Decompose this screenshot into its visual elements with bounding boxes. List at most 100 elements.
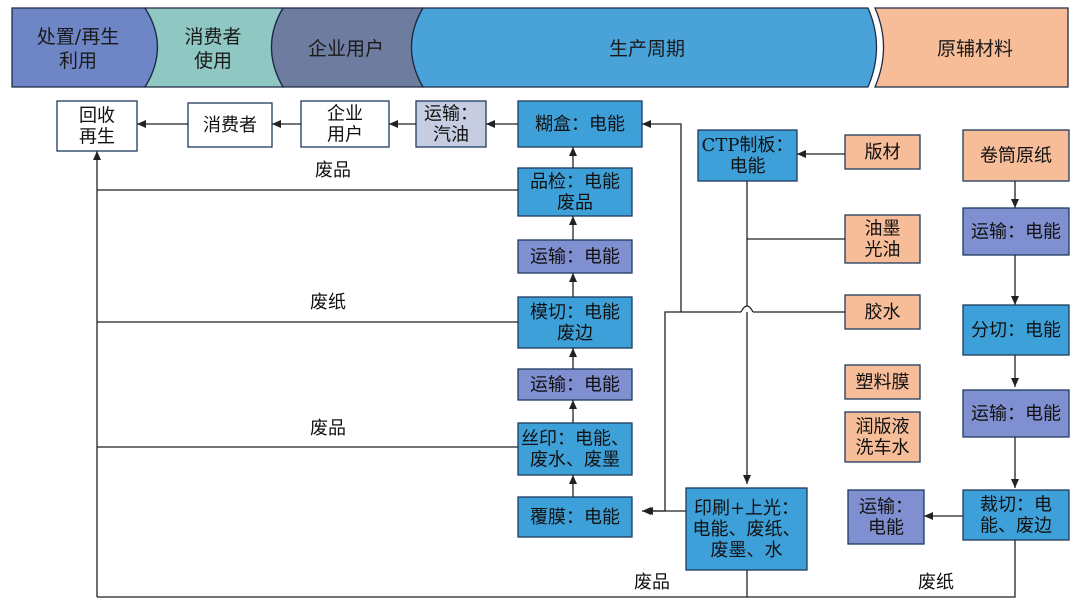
box-transport-r2-frame: [962, 389, 1070, 438]
box-glue-box: 糊盒：电能: [517, 100, 643, 148]
box-die-cut-label-line-1: 模切：电能: [530, 302, 620, 323]
box-transport-r2-label-line-1: 运输：电能: [971, 404, 1061, 425]
box-recycle-label-line-2: 再生: [79, 127, 115, 148]
box-plastic-film-frame: [844, 364, 921, 400]
header-business: 企业用户: [308, 38, 384, 60]
box-silk-print-label-line-2: 废水、废墨: [530, 450, 620, 471]
box-silk-print-frame: [517, 422, 633, 476]
box-ink-varnish-label-line-1: 油墨: [865, 219, 901, 240]
header-segment-materials: [874, 7, 1069, 88]
box-transport-gasoline-frame: [415, 100, 487, 148]
box-consumer: 消费者: [187, 102, 273, 148]
box-transport-r1-frame: [962, 207, 1070, 256]
box-cutting-label-line-2: 能、废边: [980, 516, 1052, 537]
box-business-user-label-line-1: 企业: [327, 104, 363, 125]
box-glue: 胶水: [844, 294, 921, 330]
header-recycle-line1: 处置/再生: [37, 26, 119, 48]
box-laminate-label-line-1: 覆膜：电能: [530, 507, 620, 528]
header-consumer-line1: 消费者: [184, 26, 241, 48]
box-printing-varnish-label-line-2: 电能、废纸、: [693, 519, 801, 540]
box-laminate: 覆膜：电能: [517, 496, 633, 538]
box-ctp-platemaking-frame: [697, 129, 798, 182]
line-labels: 废品 废纸 废品 废品 废纸: [310, 160, 954, 593]
label-waste-product-3: 废品: [634, 572, 670, 593]
box-transport-3-frame: [847, 489, 925, 545]
box-recycle-label-line-1: 回收: [79, 106, 115, 127]
header-segment-production: [410, 7, 878, 88]
box-consumer-frame: [187, 102, 273, 148]
box-transport-1: 运输：电能: [517, 239, 633, 274]
box-transport-1-label-line-1: 运输：电能: [530, 247, 620, 268]
box-roll-paper: 卷筒原纸: [962, 129, 1070, 182]
box-transport-gasoline-label-line-2: 汽油: [433, 125, 469, 146]
box-slitting-frame: [962, 304, 1070, 356]
label-waste-paper-1: 废纸: [310, 292, 346, 313]
box-quality-inspection-label-line-2: 废品: [557, 193, 593, 214]
box-fountain-solution-label-line-1: 润版液: [856, 417, 910, 438]
box-ink-varnish-frame: [844, 214, 921, 264]
label-waste-product-1: 废品: [315, 160, 351, 181]
label-waste-paper-2: 废纸: [918, 572, 954, 593]
box-plate-material-label-line-1: 版材: [865, 142, 901, 163]
box-glue-label-line-1: 胶水: [865, 302, 901, 323]
box-quality-inspection-frame: [517, 167, 633, 217]
box-plastic-film: 塑料膜: [844, 364, 921, 400]
box-silk-print-label-line-1: 丝印：电能、: [521, 429, 629, 450]
box-cutting-frame: [962, 489, 1070, 541]
box-transport-r2: 运输：电能: [962, 389, 1070, 438]
label-waste-product-2: 废品: [310, 418, 346, 439]
box-transport-gasoline-label-line-1: 运输：: [424, 104, 478, 125]
box-plastic-film-label-line-1: 塑料膜: [856, 372, 910, 393]
box-quality-inspection-label-line-1: 品检：电能: [530, 172, 620, 193]
box-printing-varnish-frame: [685, 487, 808, 571]
header-consumer-line2: 使用: [194, 50, 232, 72]
box-cutting-label-line-1: 裁切：电: [980, 495, 1052, 516]
process-boxes: 回收再生消费者企业用户运输：汽油糊盒：电能品检：电能废品运输：电能模切：电能废边…: [56, 100, 1070, 571]
box-plate-material: 版材: [844, 134, 921, 170]
box-business-user: 企业用户: [300, 100, 390, 148]
box-consumer-label-line-1: 消费者: [203, 115, 257, 136]
box-laminate-frame: [517, 496, 633, 538]
box-plate-material-frame: [844, 134, 921, 170]
box-slitting-label-line-1: 分切：电能: [971, 320, 1061, 341]
box-transport-1-frame: [517, 239, 633, 274]
header-ribbon: 处置/再生 利用 消费者 使用 企业用户 生产周期 原辅材料: [11, 7, 1069, 88]
box-ctp-platemaking-label-line-2: 电能: [730, 156, 766, 177]
box-slitting: 分切：电能: [962, 304, 1070, 356]
box-ctp-platemaking-label-line-1: CTP制板：: [702, 135, 794, 156]
box-ink-varnish-label-line-2: 光油: [865, 240, 901, 261]
box-transport-3: 运输：电能: [847, 489, 925, 545]
box-roll-paper-label-line-1: 卷筒原纸: [980, 146, 1052, 167]
box-transport-r1: 运输：电能: [962, 207, 1070, 256]
box-ctp-platemaking: CTP制板：电能: [697, 129, 798, 182]
box-silk-print: 丝印：电能、废水、废墨: [517, 422, 633, 476]
box-transport-2-label-line-1: 运输：电能: [530, 375, 620, 396]
box-cutting: 裁切：电能、废边: [962, 489, 1070, 541]
box-fountain-solution-frame: [844, 411, 921, 463]
waste-line-cutting: [747, 540, 1016, 598]
box-transport-3-label-line-1: 运输：: [859, 497, 913, 518]
box-glue-box-frame: [517, 100, 643, 148]
line-crossing-hop: [740, 305, 754, 313]
box-fountain-solution-label-line-2: 洗车水: [856, 438, 910, 459]
box-die-cut-label-line-2: 废边: [557, 323, 593, 344]
box-business-user-label-line-2: 用户: [327, 125, 363, 146]
box-transport-gasoline: 运输：汽油: [415, 100, 487, 148]
box-printing-varnish: 印刷+上光：电能、废纸、废墨、水: [685, 487, 808, 571]
box-business-user-frame: [300, 100, 390, 148]
box-printing-varnish-label-line-1: 印刷+上光：: [694, 498, 799, 519]
box-transport-3-label-line-2: 电能: [868, 518, 904, 539]
box-roll-paper-frame: [962, 129, 1070, 182]
header-materials: 原辅材料: [937, 38, 1013, 60]
header-recycle-line2: 利用: [59, 50, 97, 72]
box-glue-frame: [844, 294, 921, 330]
box-glue-box-label-line-1: 糊盒：电能: [535, 114, 625, 135]
header-production: 生产周期: [609, 38, 685, 60]
